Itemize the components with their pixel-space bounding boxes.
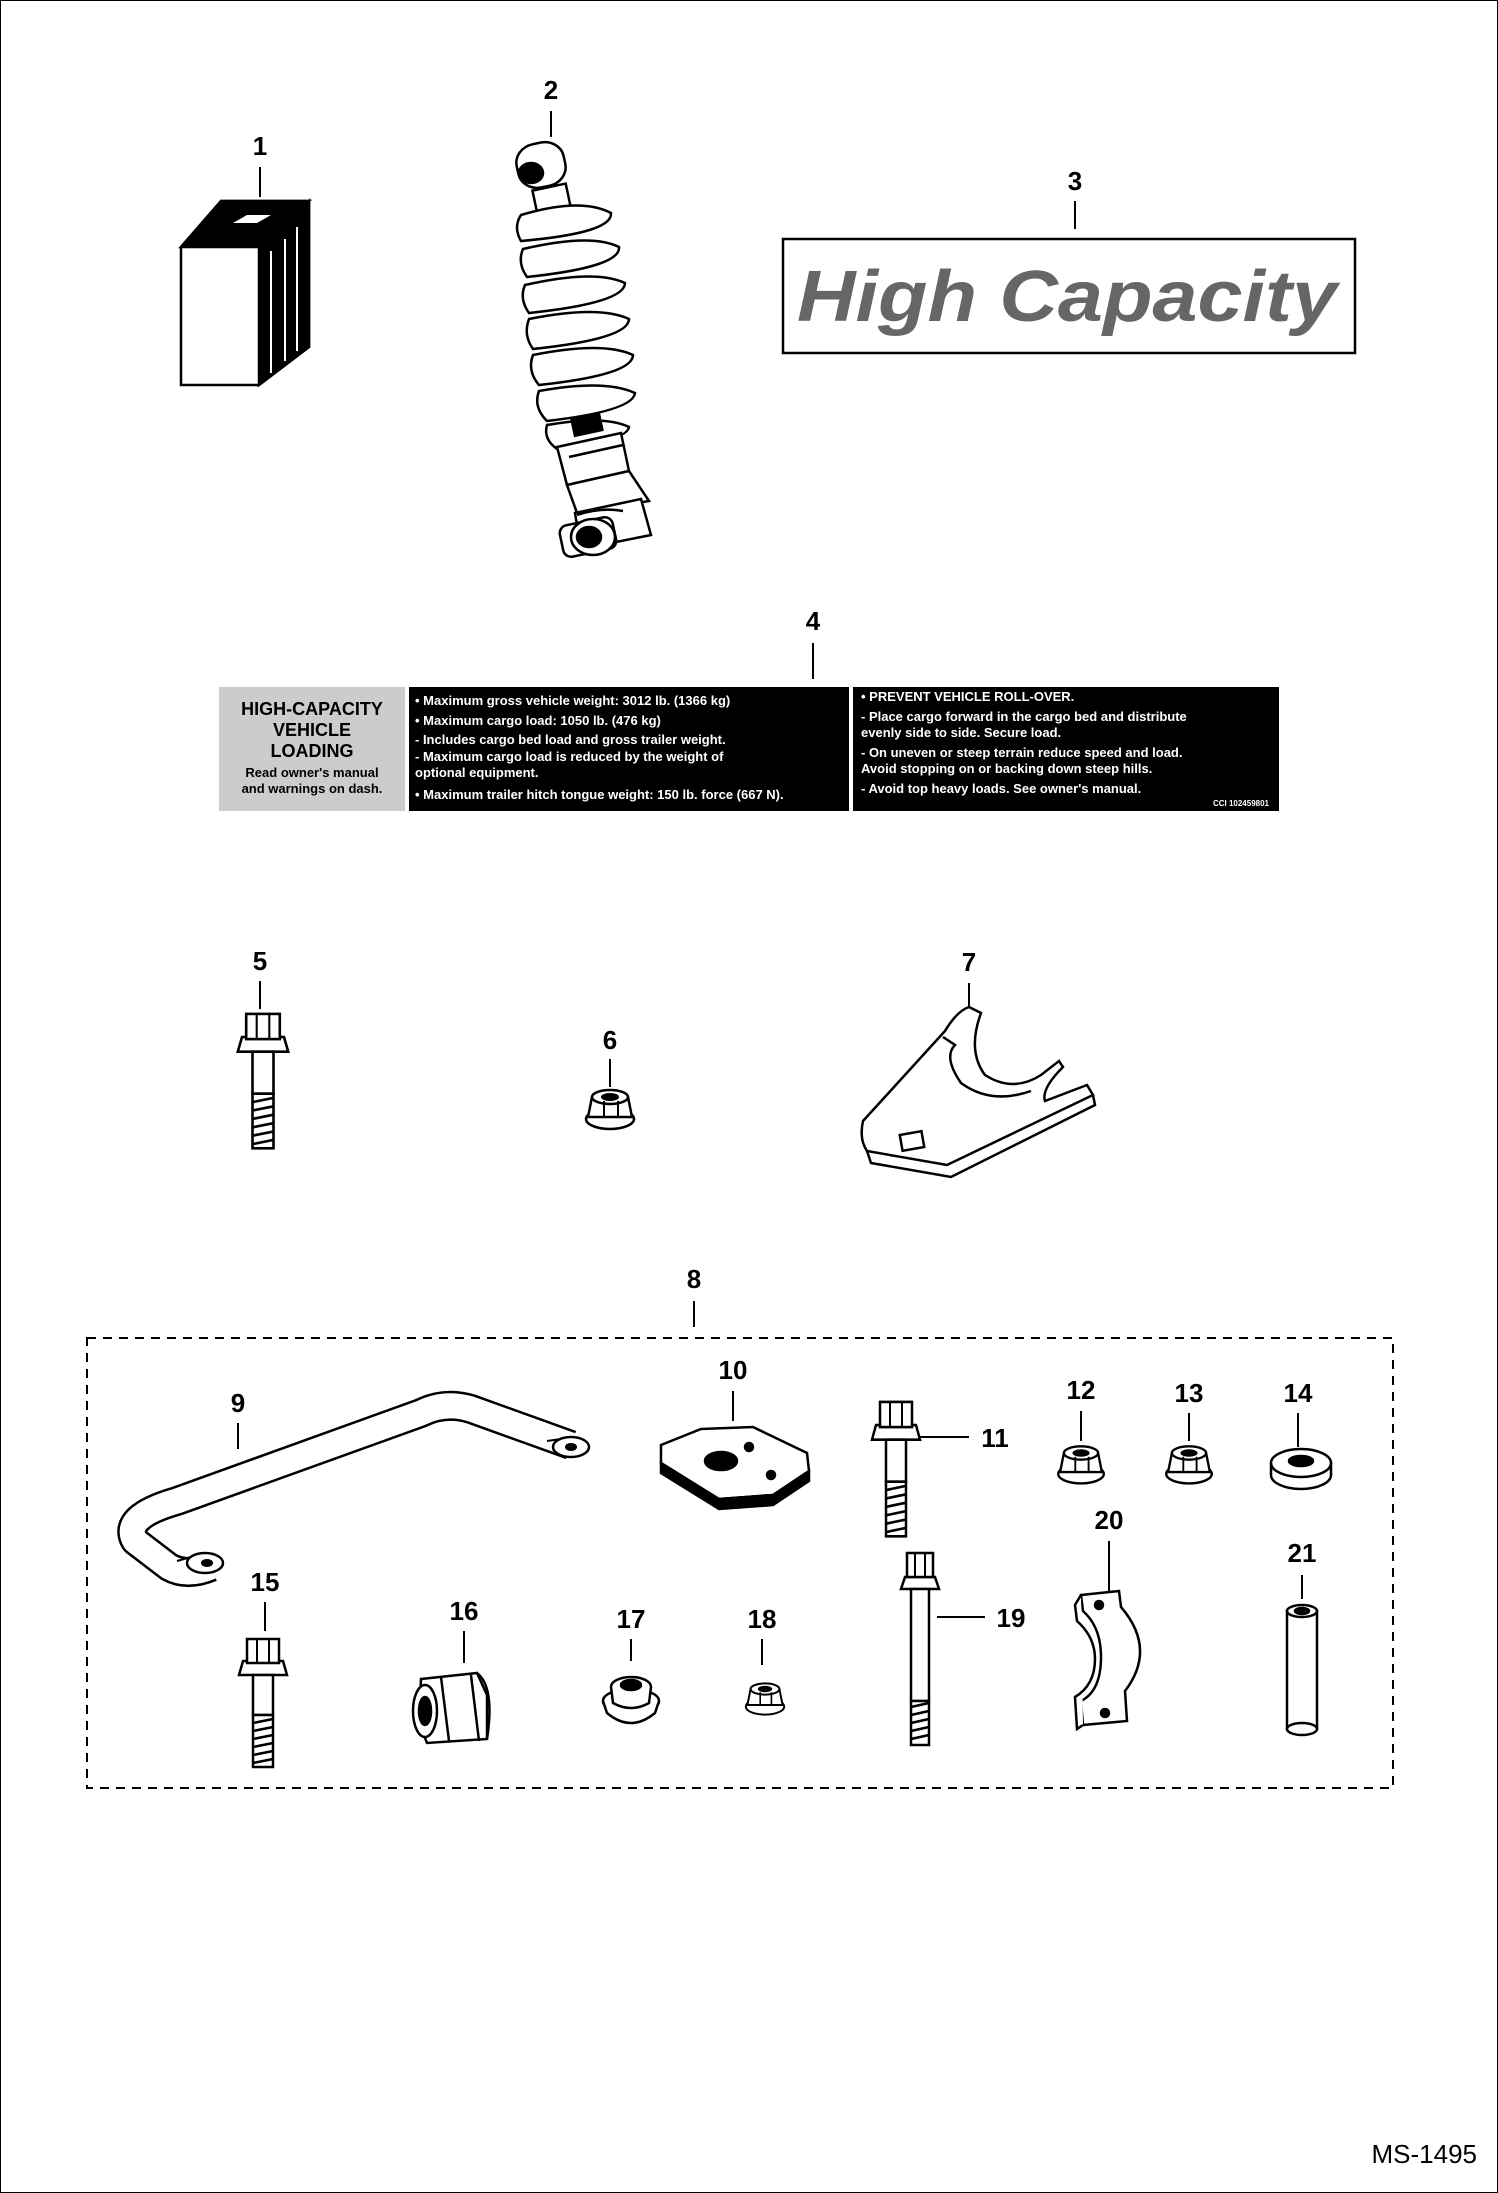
part-5-bolt [236,1012,290,1150]
drawing-code: MS-1495 [1371,2139,1478,2169]
part-8-kit-boundary [86,1337,1394,1789]
part-7-fork-bracket [860,1005,1097,1179]
part-3-high-capacity-decal: High Capacity [781,237,1357,355]
callout-11: 11 [981,1423,1009,1453]
decal-4-mid-6: • Maximum trailer hitch tongue weight: 1… [415,787,784,802]
part-20-clamp [1073,1589,1142,1732]
callout-2: 2 [544,75,558,105]
callout-21: 21 [1288,1538,1317,1568]
decal-4-right-2: - Place cargo forward in the cargo bed a… [861,709,1187,724]
callout-17: 17 [617,1604,646,1634]
part-14-washer [1269,1447,1333,1491]
part-9-stabilizer-bar [117,1390,591,1587]
callout-5: 5 [253,946,267,976]
callout-20: 20 [1095,1505,1124,1535]
decal-4-title-2: VEHICLE [273,720,351,740]
decal-4-sub-1: Read owner's manual [245,765,378,780]
callout-1: 1 [253,131,267,161]
decal-4-sub-2: and warnings on dash. [242,781,383,796]
part-11-bolt [870,1400,922,1538]
part-21-tube [1285,1603,1319,1737]
decal-4-mid-2: • Maximum cargo load: 1050 lb. (476 kg) [415,713,661,728]
decal-4-right-4: - On uneven or steep terrain reduce spee… [861,745,1182,760]
part-6-nut [584,1088,636,1131]
part-17-grommet [601,1675,661,1725]
part-18-nut [744,1682,786,1716]
decal-4-mid-1: • Maximum gross vehicle weight: 3012 lb.… [415,693,730,708]
part-2-shock-absorber [515,140,653,559]
callout-10: 10 [719,1355,748,1385]
part-10-plate [659,1425,811,1511]
callout-9: 9 [231,1388,245,1418]
callout-14: 14 [1284,1378,1313,1408]
part-19-long-bolt [899,1551,941,1747]
spring-coils [515,204,637,451]
part-12-nut [1057,1445,1105,1485]
decal-3-text: High Capacity [797,257,1341,337]
part-1-box [178,198,313,388]
callout-6: 6 [603,1025,617,1055]
callout-13: 13 [1175,1378,1204,1408]
part-16-bushing [411,1671,491,1745]
callout-15: 15 [251,1567,280,1597]
decal-4-title-3: LOADING [271,741,354,761]
decal-4-right-1: • PREVENT VEHICLE ROLL-OVER. [861,689,1074,704]
decal-4-title-1: HIGH-CAPACITY [241,699,383,719]
callout-7: 7 [962,947,976,977]
part-15-bolt [237,1637,289,1769]
callout-8: 8 [687,1264,701,1294]
callout-4: 4 [806,606,821,636]
decal-4-mid-4: - Maximum cargo load is reduced by the w… [415,749,724,764]
callout-3: 3 [1068,166,1082,196]
decal-4-right-5: Avoid stopping on or backing down steep … [861,761,1152,776]
callout-12: 12 [1067,1375,1096,1405]
decal-4-part-code: CCI 102459801 [1213,799,1270,808]
decal-4-right-6: - Avoid top heavy loads. See owner's man… [861,781,1141,796]
decal-4-mid-3: - Includes cargo bed load and gross trai… [415,732,726,747]
part-13-nut [1165,1445,1213,1485]
decal-4-right-3: evenly side to side. Secure load. [861,725,1061,740]
part-4-loading-decal: HIGH-CAPACITY VEHICLE LOADING Read owner… [219,687,1279,811]
callout-numbers: 1 2 3 4 5 6 7 8 9 10 11 12 13 14 15 16 1… [231,75,1317,1634]
callout-16: 16 [450,1596,479,1626]
callout-19: 19 [997,1603,1026,1633]
leader-lines [237,111,1303,1665]
decal-4-mid-5: optional equipment. [415,765,539,780]
callout-18: 18 [748,1604,777,1634]
